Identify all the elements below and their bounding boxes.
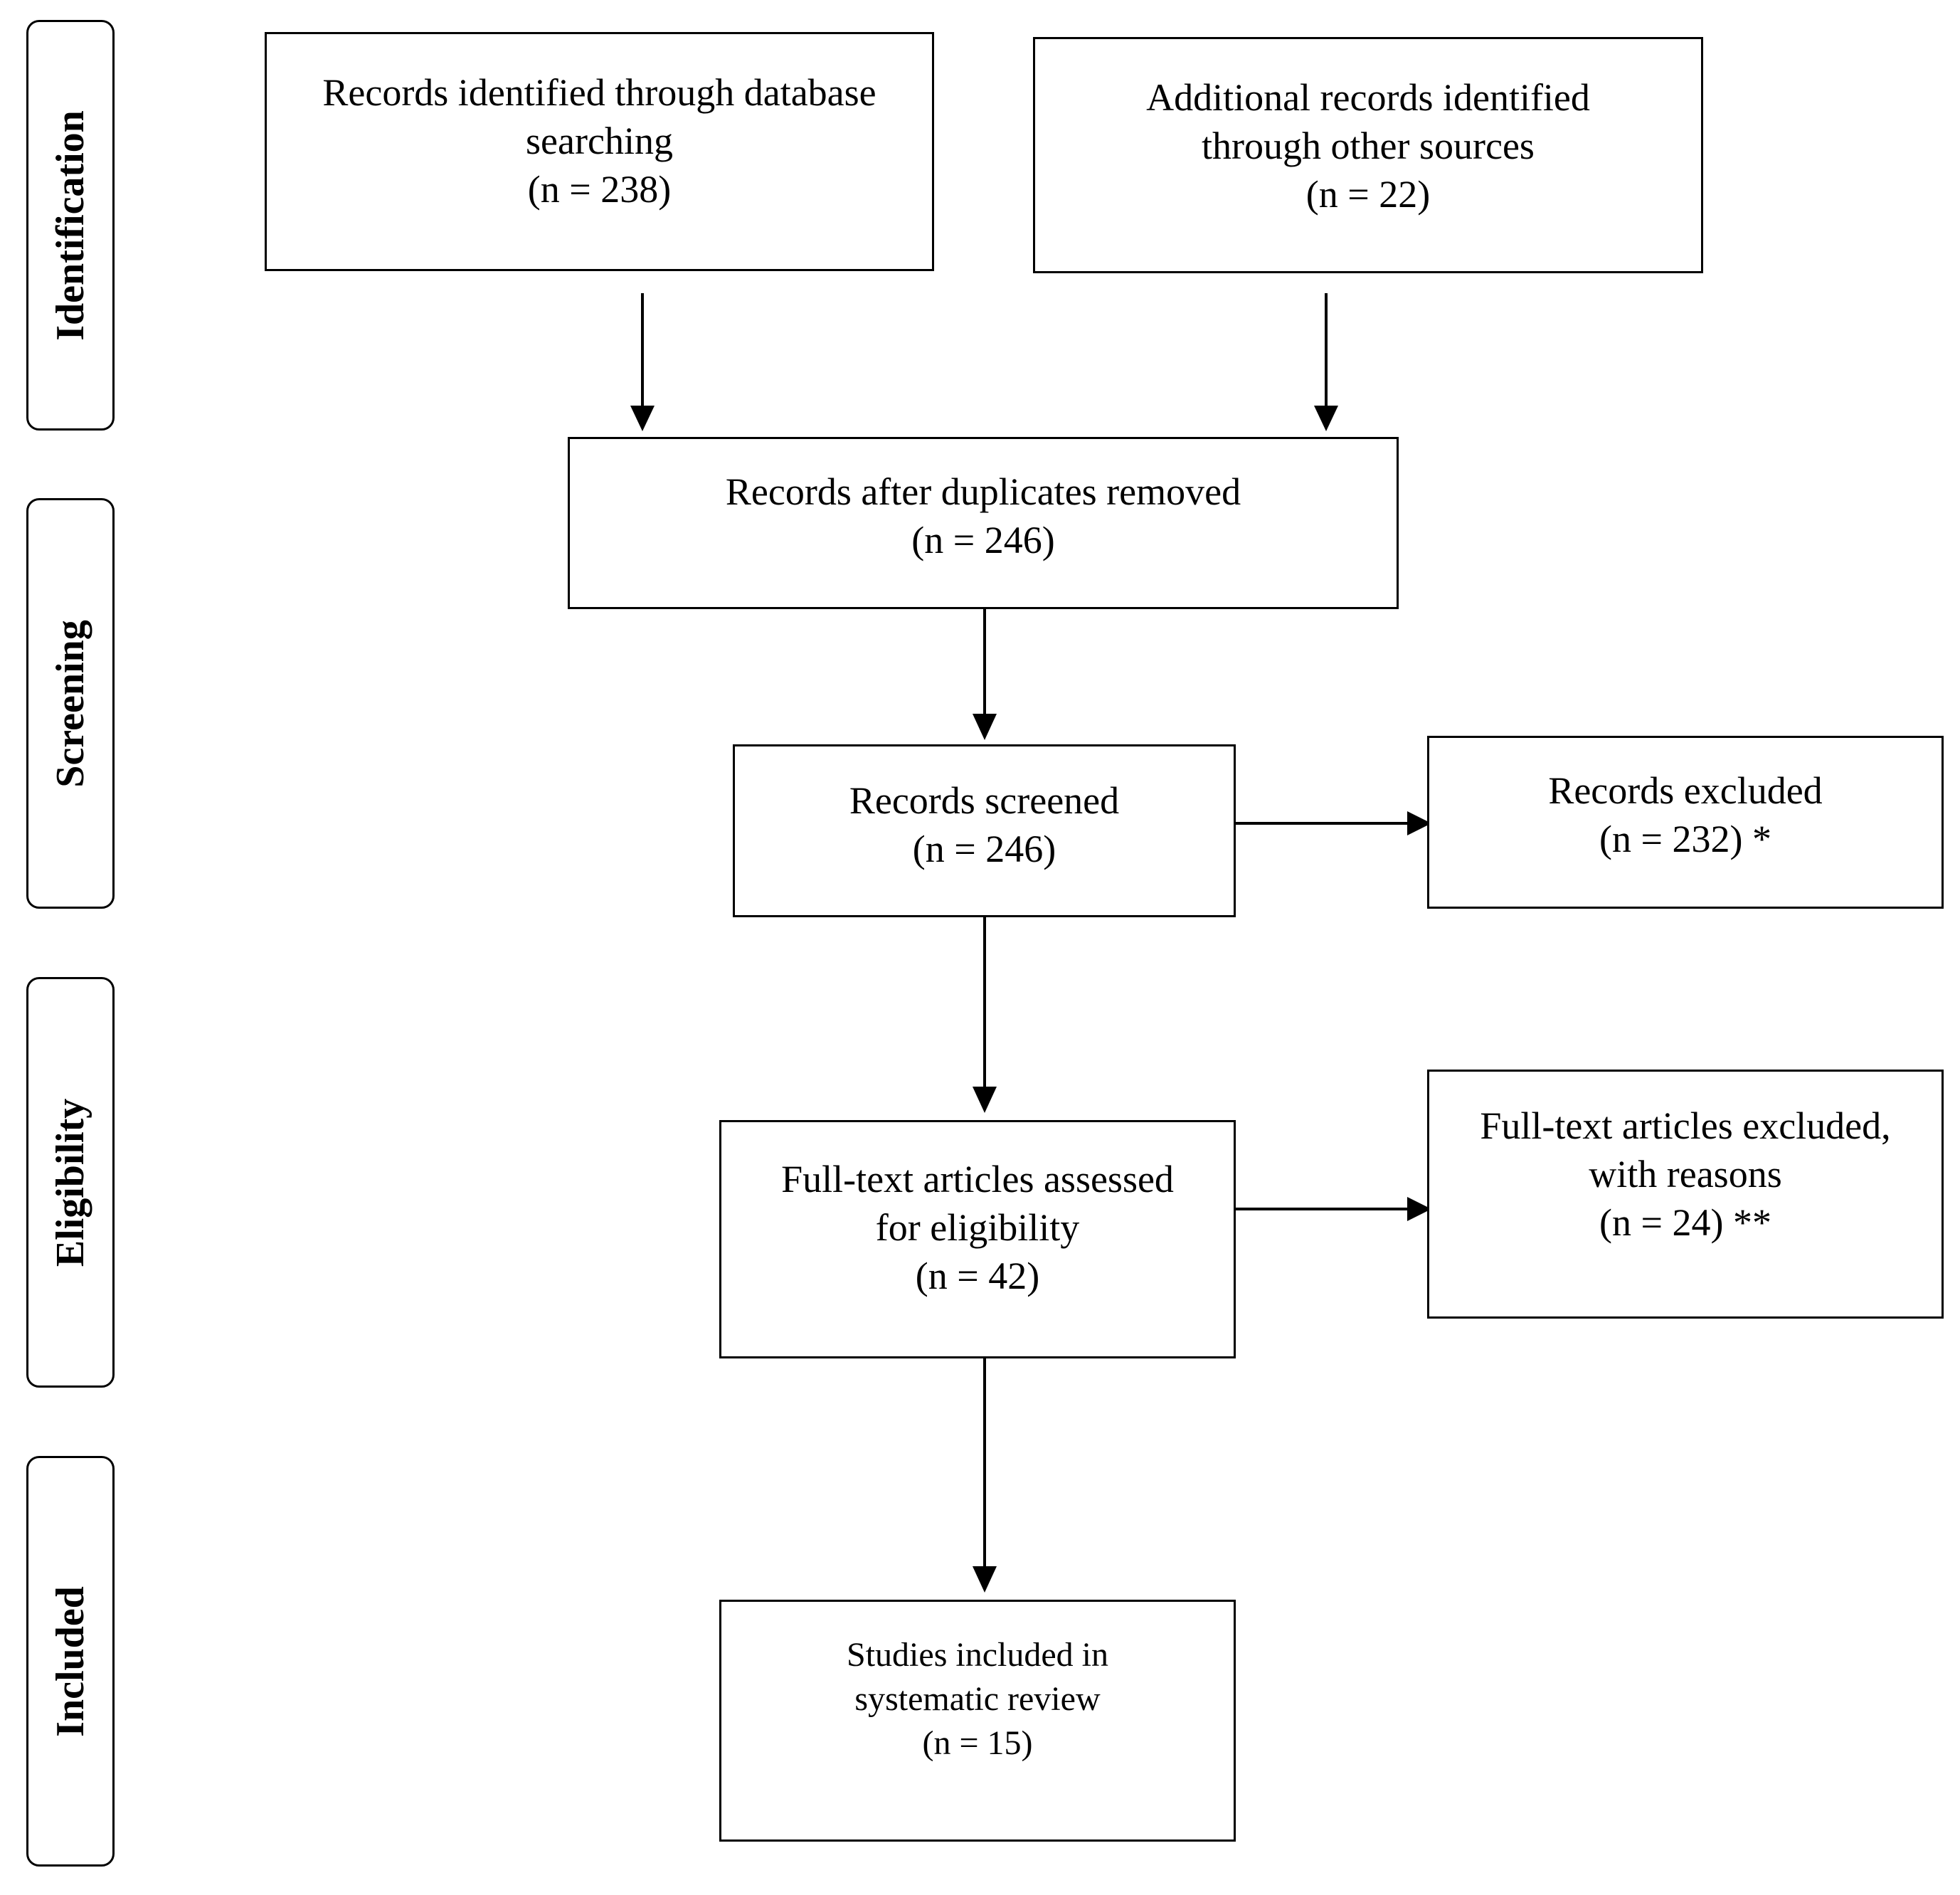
box-fulltext-assessed: Full-text articles assessed for eligibil…	[719, 1120, 1236, 1358]
arrowhead-other	[1314, 406, 1338, 431]
arrowhead-screened-excluded	[1407, 811, 1431, 835]
phase-identification: Identification	[26, 20, 115, 431]
phase-included-label: Included	[48, 1585, 92, 1737]
phase-eligibility: Eligibility	[26, 977, 115, 1388]
box-included-studies-line1: Studies included in	[847, 1636, 1108, 1674]
box-records-screened-line1: Records screened	[849, 779, 1120, 822]
arrowhead-database	[630, 406, 655, 431]
box-included-studies-line2: systematic review	[854, 1680, 1101, 1718]
box-database-search-line1: Records identified through database	[322, 71, 876, 114]
phase-screening: Screening	[26, 498, 115, 909]
box-included-studies: Studies included in systematic review (n…	[719, 1600, 1236, 1842]
box-duplicates-removed-line1: Records after duplicates removed	[725, 470, 1241, 513]
arrowhead-duplicates-screened	[973, 714, 997, 740]
box-records-screened-count: (n = 246)	[912, 828, 1056, 870]
box-fulltext-assessed-line2: for eligibility	[875, 1206, 1080, 1249]
phase-screening-label: Screening	[48, 619, 92, 788]
box-database-search: Records identified through database sear…	[265, 32, 934, 271]
box-database-search-line2: searching	[526, 120, 673, 162]
phase-eligibility-label: Eligibility	[48, 1098, 92, 1267]
box-records-excluded: Records excluded (n = 232) *	[1427, 736, 1944, 909]
arrowhead-screened-fulltext	[973, 1087, 997, 1113]
arrowhead-fulltext-excluded	[1407, 1197, 1431, 1221]
box-fulltext-excluded: Full-text articles excluded, with reason…	[1427, 1070, 1944, 1319]
box-database-search-count: (n = 238)	[527, 168, 672, 211]
box-duplicates-removed-count: (n = 246)	[911, 519, 1055, 561]
box-other-sources-line1: Additional records identified	[1146, 76, 1590, 119]
box-included-studies-count: (n = 15)	[922, 1724, 1033, 1762]
box-other-sources-line2: through other sources	[1202, 125, 1535, 167]
box-records-excluded-line1: Records excluded	[1548, 769, 1823, 812]
box-duplicates-removed: Records after duplicates removed (n = 24…	[568, 437, 1399, 609]
box-other-sources-count: (n = 22)	[1305, 173, 1431, 216]
box-fulltext-excluded-line1: Full-text articles excluded,	[1480, 1104, 1891, 1147]
box-other-sources: Additional records identified through ot…	[1033, 37, 1703, 273]
box-fulltext-assessed-line1: Full-text articles assessed	[781, 1158, 1174, 1200]
phase-included: Included	[26, 1456, 115, 1867]
phase-identification-label: Identification	[48, 110, 92, 341]
box-fulltext-assessed-count: (n = 42)	[915, 1255, 1040, 1297]
box-fulltext-excluded-line2: with reasons	[1589, 1153, 1782, 1195]
box-records-screened: Records screened (n = 246)	[733, 744, 1236, 917]
box-records-excluded-count: (n = 232) *	[1599, 818, 1771, 860]
box-fulltext-excluded-count: (n = 24) **	[1599, 1201, 1771, 1244]
arrowhead-fulltext-included	[973, 1566, 997, 1593]
